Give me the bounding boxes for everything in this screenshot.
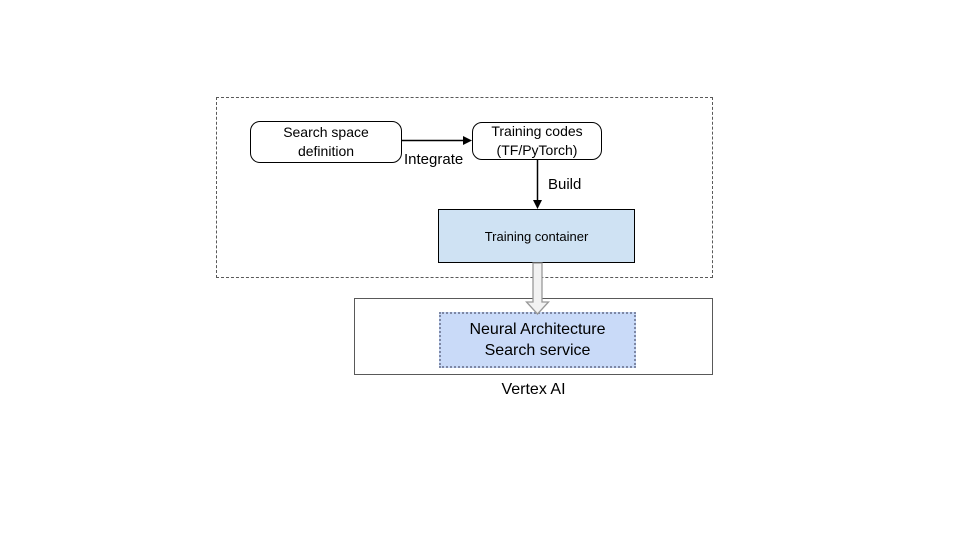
training-container-node: Training container xyxy=(438,209,635,263)
training-codes-node: Training codes (TF/PyTorch) xyxy=(472,122,602,160)
nas-service-label: Neural Architecture Search service xyxy=(469,321,606,359)
training-codes-label: Training codes (TF/PyTorch) xyxy=(491,123,583,158)
integrate-edge-label: Integrate xyxy=(404,151,464,168)
search-space-definition-label: Search space definition xyxy=(283,124,369,159)
nas-service-node: Neural Architecture Search service xyxy=(439,312,636,368)
training-container-label: Training container xyxy=(484,228,589,244)
vertex-ai-label: Vertex AI xyxy=(501,381,566,398)
search-space-definition-node: Search space definition xyxy=(250,121,402,163)
build-edge-label: Build xyxy=(548,176,582,193)
build-pipeline-group-box xyxy=(216,97,713,278)
